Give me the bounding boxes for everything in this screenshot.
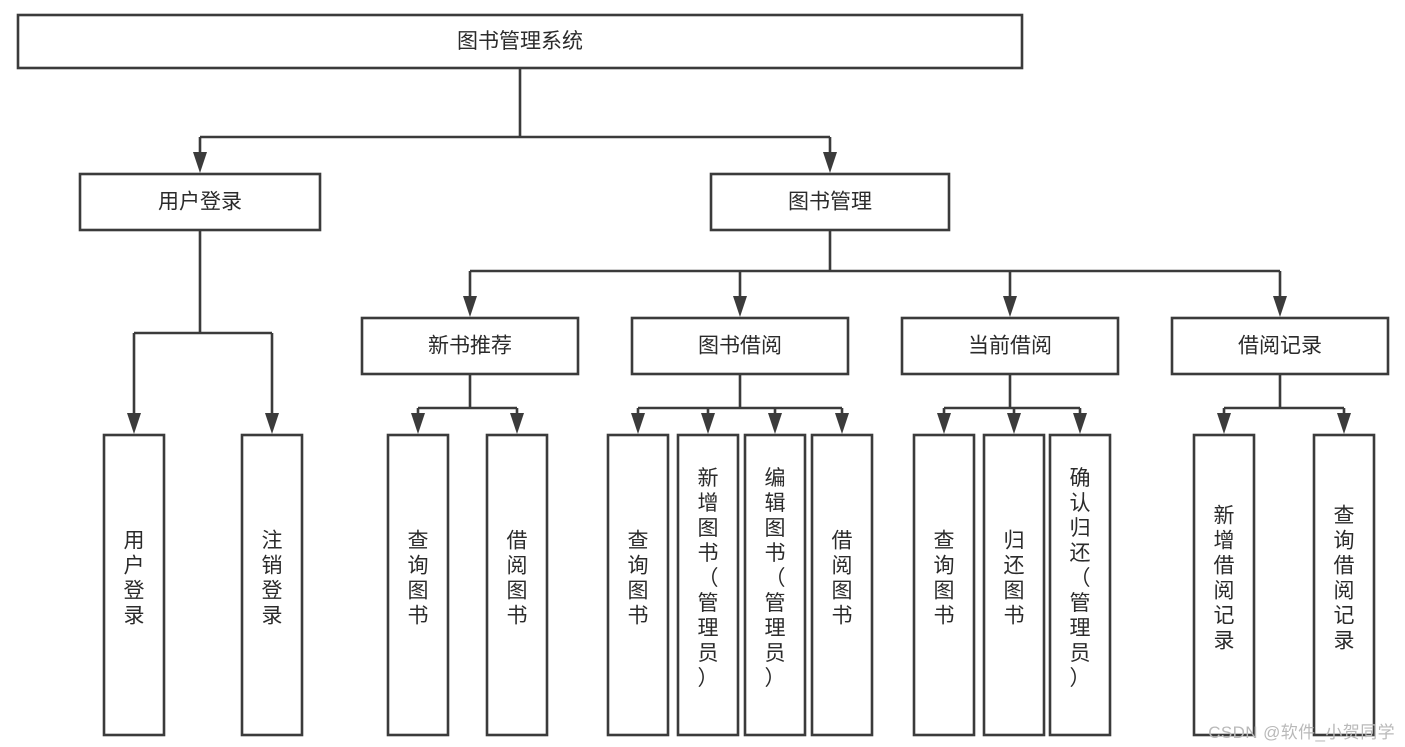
node-label: 新增借阅记录 — [1214, 505, 1235, 653]
node-box[interactable] — [1312, 433, 1376, 737]
arrow-head-icon — [937, 413, 951, 434]
node-label: 图书借阅 — [698, 335, 782, 358]
node-leaf-add-borrow-record[interactable]: 新增借阅记录 — [1192, 433, 1256, 737]
node-leaf-user-logout[interactable]: 注销登录 — [240, 433, 304, 737]
node-leaf-borrow-book-1[interactable]: 借阅图书 — [485, 433, 549, 737]
arrow-head-icon — [1273, 296, 1287, 317]
node-label: 借阅图书 — [832, 530, 853, 628]
node-box[interactable] — [102, 433, 166, 737]
node-label: 查询图书 — [408, 530, 429, 628]
arrow-head-icon — [701, 413, 715, 434]
arrow-head-icon — [733, 296, 747, 317]
arrow-head-icon — [835, 413, 849, 434]
node-leaf-return-book[interactable]: 归还图书 — [982, 433, 1046, 737]
node-label: 查询借阅记录 — [1334, 505, 1355, 653]
node-label: 归还图书 — [1004, 530, 1025, 628]
node-box[interactable] — [386, 433, 450, 737]
arrow-head-icon — [510, 413, 524, 434]
node-label: 新书推荐 — [428, 335, 512, 358]
arrow-head-icon — [411, 413, 425, 434]
node-box[interactable] — [982, 433, 1046, 737]
connector-group — [193, 68, 837, 173]
node-leaf-query-book-1[interactable]: 查询图书 — [386, 433, 450, 737]
node-label: 新增图书（管理员） — [698, 467, 719, 690]
node-leaf-query-book-3[interactable]: 查询图书 — [912, 433, 976, 737]
node-box[interactable] — [16, 13, 1024, 70]
node-label: 用户登录 — [158, 191, 242, 214]
node-user-login[interactable]: 用户登录 — [78, 172, 322, 232]
arrow-head-icon — [768, 413, 782, 434]
watermark-label: CSDN @软件_小贺同学 — [1208, 723, 1395, 742]
node-leaf-edit-book[interactable]: 编辑图书（管理员） — [743, 433, 807, 737]
arrow-head-icon — [1337, 413, 1351, 434]
node-box[interactable] — [1192, 433, 1256, 737]
arrow-head-icon — [631, 413, 645, 434]
node-box[interactable] — [606, 433, 670, 737]
node-box[interactable] — [810, 433, 874, 737]
arrow-head-icon — [1003, 296, 1017, 317]
node-box[interactable] — [900, 316, 1120, 376]
node-leaf-borrow-book-2[interactable]: 借阅图书 — [810, 433, 874, 737]
node-label: 注销登录 — [262, 530, 283, 628]
node-label: 图书管理系统 — [457, 30, 583, 53]
node-box[interactable] — [709, 172, 951, 232]
node-root-图书管理系统[interactable]: 图书管理系统 — [16, 13, 1024, 70]
node-current-borrow[interactable]: 当前借阅 — [900, 316, 1120, 376]
node-box[interactable] — [1170, 316, 1390, 376]
node-box[interactable] — [630, 316, 850, 376]
node-label: 图书管理 — [788, 191, 872, 214]
node-label: 借阅图书 — [507, 530, 528, 628]
node-box[interactable] — [240, 433, 304, 737]
node-leaf-query-borrow-record[interactable]: 查询借阅记录 — [1312, 433, 1376, 737]
node-label: 查询图书 — [934, 530, 955, 628]
node-box[interactable] — [78, 172, 322, 232]
arrow-head-icon — [823, 152, 837, 173]
node-label: 借阅记录 — [1238, 335, 1322, 358]
node-label: 编辑图书（管理员） — [765, 467, 786, 690]
connector-group — [463, 230, 1287, 317]
node-book-manage[interactable]: 图书管理 — [709, 172, 951, 232]
node-label: 查询图书 — [628, 530, 649, 628]
node-leaf-query-book-2[interactable]: 查询图书 — [606, 433, 670, 737]
arrow-head-icon — [1217, 413, 1231, 434]
node-box[interactable] — [676, 433, 740, 737]
node-box[interactable] — [743, 433, 807, 737]
connector-group — [127, 230, 279, 434]
connector-group — [937, 374, 1087, 434]
arrow-head-icon — [1073, 413, 1087, 434]
node-label: 当前借阅 — [968, 335, 1052, 358]
node-book-borrow[interactable]: 图书借阅 — [630, 316, 850, 376]
connector-group — [631, 374, 849, 434]
connector-group — [1217, 374, 1351, 434]
node-leaf-user-login[interactable]: 用户登录 — [102, 433, 166, 737]
node-leaf-confirm-return[interactable]: 确认归还（管理员） — [1048, 433, 1112, 737]
arrow-head-icon — [265, 413, 279, 434]
connector-group — [411, 374, 524, 434]
node-label: 用户登录 — [124, 530, 145, 628]
node-box[interactable] — [1048, 433, 1112, 737]
arrow-head-icon — [463, 296, 477, 317]
node-leaf-add-book[interactable]: 新增图书（管理员） — [676, 433, 740, 737]
node-box[interactable] — [360, 316, 580, 376]
arrow-head-icon — [193, 152, 207, 173]
node-borrow-record[interactable]: 借阅记录 — [1170, 316, 1390, 376]
edge-layer — [127, 68, 1351, 434]
node-layer: 图书管理系统用户登录图书管理新书推荐图书借阅当前借阅借阅记录用户登录注销登录查询… — [16, 13, 1390, 737]
arrow-head-icon — [127, 413, 141, 434]
node-box[interactable] — [912, 433, 976, 737]
node-new-book-recommend[interactable]: 新书推荐 — [360, 316, 580, 376]
arrow-head-icon — [1007, 413, 1021, 434]
node-box[interactable] — [485, 433, 549, 737]
node-label: 确认归还（管理员） — [1070, 467, 1091, 690]
